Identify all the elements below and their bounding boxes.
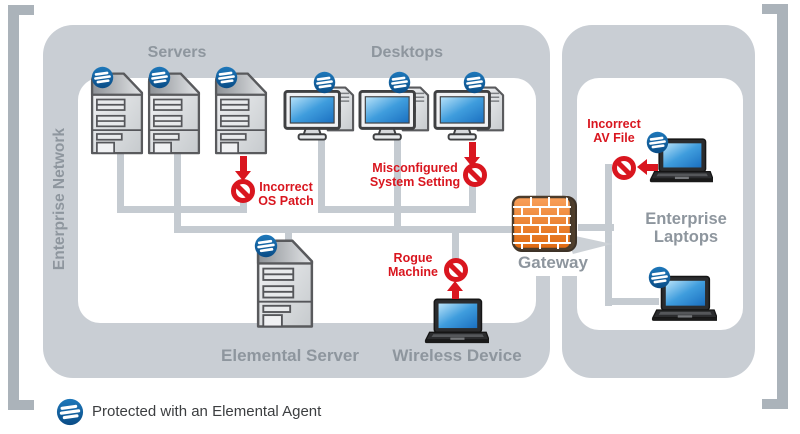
link-gateway-right [578,224,614,231]
link-server3-stub [240,199,247,211]
no-entry-icon [463,163,487,187]
link-desktop3-stub [469,184,476,210]
misconfigured-system-setting-label: Misconfigured System Setting [369,161,461,189]
elemental-agent-badge-icon [254,234,278,258]
elemental-agent-badge-icon [388,71,411,94]
link-desktop2-down [394,136,401,233]
enterprise-network-label: Enterprise Network [51,127,68,271]
legend-text: Protected with an Elemental Agent [92,403,322,420]
link-desktop1-down [318,136,325,210]
left-bracket-border [8,5,34,410]
elemental-agent-badge-icon [215,66,238,89]
servers-label: Servers [147,44,207,61]
no-entry-icon [612,156,636,180]
enterprise-laptops-label: Enterprise Laptops [645,210,727,246]
elemental-agent-badge-icon [648,266,671,289]
right-bracket-border [762,4,788,409]
elemental-server-label: Elemental Server [221,346,359,365]
elemental-agent-badge-icon [646,131,669,154]
elemental-agent-badge-icon [463,71,486,94]
wireless-laptop-icon [423,297,489,345]
link-laptops-bus [605,164,612,306]
elemental-agent-badge-icon [313,71,336,94]
elemental-agent-badge-icon [91,66,114,89]
incorrect-os-patch-label: Incorrect OS Patch [258,180,314,208]
elemental-agent-badge-icon [148,66,171,89]
link-rogue-stub [452,230,459,262]
elemental-agent-badge-icon [56,398,84,426]
brick-firewall-icon [511,195,579,253]
link-main-bus [174,226,514,233]
no-entry-icon [231,179,255,203]
desktops-label: Desktops [370,44,444,61]
link-elemental-stub [285,230,292,242]
link-servers-bus [117,206,247,213]
link-server1-down [117,150,124,210]
link-servers-to-main [174,210,181,232]
gateway-label: Gateway [518,253,588,272]
incorrect-av-file-label: Incorrect AV File [587,117,641,145]
link-server2-down [174,150,181,210]
rogue-machine-label: Rogue Machine [387,251,439,279]
wireless-device-label: Wireless Device [392,346,522,365]
link-laptop2-stub [605,298,659,305]
no-entry-icon [444,258,468,282]
